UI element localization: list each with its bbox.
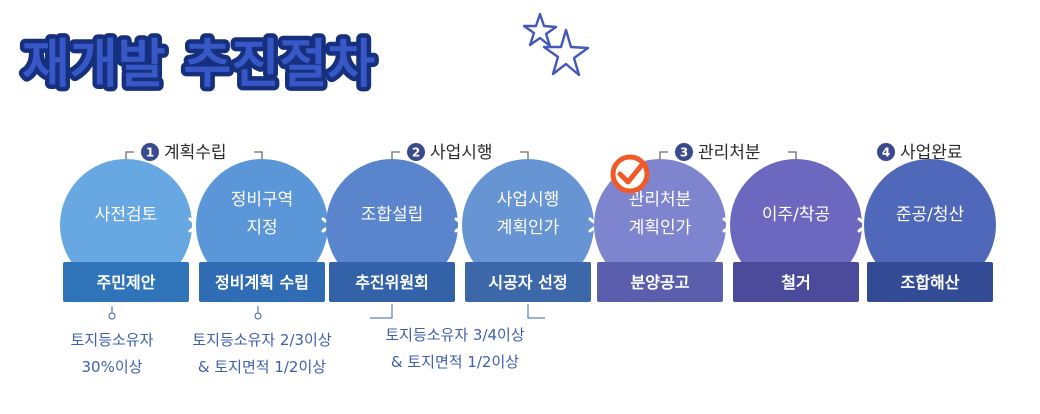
condition-1: 토지등소유자 30%이상	[71, 306, 154, 376]
phase-number: 2	[412, 146, 420, 160]
condition-text: 토지등소유자	[71, 331, 154, 349]
step-bar-label: 분양공고	[631, 273, 690, 292]
step-bar-7: 조합해산	[867, 262, 993, 302]
step-bar-shape	[329, 262, 455, 302]
step-bar-shape	[867, 262, 993, 302]
phase-number-badge	[407, 143, 425, 161]
step-circle-shape	[730, 159, 862, 291]
phase-number: 3	[680, 146, 688, 160]
condition-2: 토지등소유자 2/3이상 & 토지면적 1/2이상	[192, 306, 332, 376]
step-bar-shape	[733, 262, 859, 302]
step-bar-label: 시공자 선정	[488, 273, 567, 292]
step-bar-label: 주민제안	[97, 273, 156, 292]
phase-number-badge	[877, 143, 895, 161]
phase-4: 4 사업완료	[877, 143, 963, 172]
title-group: 재개발 추진절차 재개발 추진절차	[18, 31, 380, 100]
step-bar-3: 추진위원회	[329, 262, 455, 302]
step-bar-1: 주민제안	[63, 262, 189, 302]
connector-dot	[108, 312, 116, 320]
stars-doodle	[522, 12, 590, 77]
step-label: 계획인가	[629, 218, 692, 238]
connector-left	[370, 304, 393, 319]
step-bar-label: 철거	[781, 273, 810, 292]
step-bar-shape	[199, 262, 325, 302]
condition-text: 토지등소유자 2/3이상	[192, 331, 332, 349]
step-label: 이주/착공	[762, 205, 830, 225]
step-label: 준공/청산	[896, 205, 965, 225]
step-label: 계획인가	[497, 218, 560, 238]
step-bars: 주민제안 정비계획 수립 추진위원회 시공자 선정 분양공고 철거 조합해산	[0, 262, 1040, 316]
condition-text: 토지등소유자 3/4이상	[385, 326, 525, 344]
phase-1: 1 계획수립	[125, 143, 263, 164]
step-bar-label: 조합해산	[901, 273, 960, 292]
step-circle-6: 이주/착공	[730, 159, 862, 291]
step-label: 지정	[246, 218, 277, 238]
step-bar-shape	[597, 262, 723, 302]
connector-dot	[254, 312, 262, 320]
step-bar-2: 정비계획 수립	[199, 262, 325, 302]
step-label: 사전검토	[95, 205, 158, 225]
step-bar-6: 철거	[733, 262, 859, 302]
phase-label: 사업시행	[430, 143, 493, 163]
phase-3: 3 관리처분	[659, 143, 797, 164]
step-circle-7: 준공/청산	[864, 159, 996, 291]
phase-number-badge	[141, 143, 159, 161]
step-circle-shape	[60, 159, 192, 291]
step-label: 관리처분	[629, 190, 692, 210]
connector-right	[527, 304, 545, 319]
condition-text: 30%이상	[82, 358, 143, 376]
step-bar-label: 추진위원회	[355, 273, 429, 292]
phase-number-badge	[675, 143, 693, 161]
step-bar-shape	[465, 262, 591, 302]
page-title-outline: 재개발 추진절차	[22, 35, 375, 95]
star-icon-large	[542, 28, 590, 77]
mask	[0, 302, 1040, 316]
phase-number: 1	[146, 146, 154, 160]
phase-label: 사업완료	[900, 143, 963, 163]
step-circle-1: 사전검토	[60, 159, 192, 291]
step-circle-3: 조합설립	[326, 159, 458, 291]
phase-number: 4	[882, 146, 890, 160]
phase-label: 관리처분	[698, 143, 761, 163]
step-bar-5: 분양공고	[597, 262, 723, 302]
check-icon	[610, 154, 650, 194]
condition-3: 토지등소유자 3/4이상 & 토지면적 1/2이상	[370, 304, 545, 371]
page-title: 재개발 추진절차	[22, 35, 375, 95]
step-circle-shape	[196, 159, 328, 291]
step-label: 정비구역	[231, 190, 294, 210]
phase-2: 2 사업시행	[391, 143, 529, 164]
step-circle-shape	[326, 159, 458, 291]
condition-text: & 토지면적 1/2이상	[391, 353, 519, 371]
step-bar-shape	[63, 262, 189, 302]
step-label: 조합설립	[361, 205, 424, 225]
phase-label: 계획수립	[164, 143, 227, 163]
step-circle-shape	[462, 159, 594, 291]
star-icon-small	[522, 12, 558, 48]
step-label: 사업시행	[497, 190, 560, 210]
step-bar-4: 시공자 선정	[465, 262, 591, 302]
step-circle-shape	[864, 159, 996, 291]
phase-headers: 1 계획수립 2 사업시행 3 관리처분 4 사업완료	[125, 143, 963, 172]
step-bar-label: 정비계획 수립	[215, 273, 309, 292]
condition-text: & 토지면적 1/2이상	[198, 358, 326, 376]
